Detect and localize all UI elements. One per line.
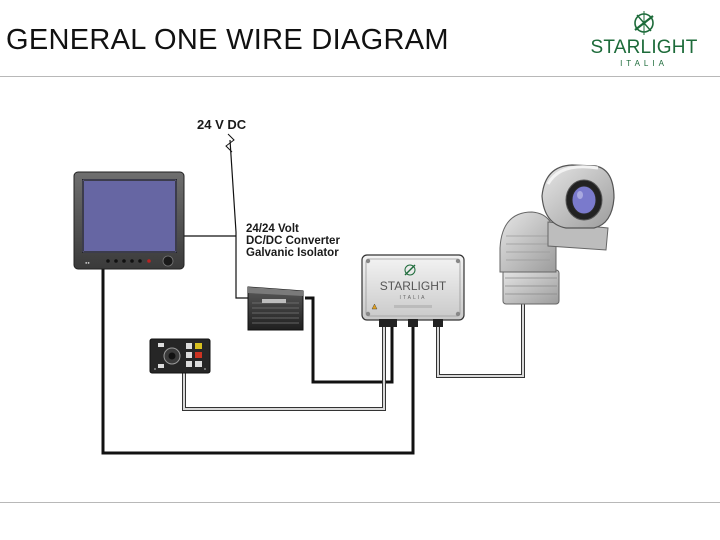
warning-label [371,303,378,310]
junction-box-subtitle: ITALIA [400,295,427,301]
converter-label-1: 24/24 Volt [246,223,299,235]
logo-wordmark: STARLIGHT [590,37,698,58]
converter-label-2: DC/DC Converter [246,235,340,247]
joystick-cable-outline [182,326,386,411]
junction-box-wordmark: STARLIGHT [380,279,447,293]
dc-dc-converter [247,286,304,331]
starlight-logo: STARLIGHT ITALIA [578,8,710,70]
logo-subtitle: ITALIA [620,59,668,68]
joystick-cable [183,326,385,410]
cables [101,139,525,455]
junction-box-logo-icon [404,264,416,276]
monitor-buttons [106,259,151,263]
monitor: ●● [73,171,185,270]
junction-box-connectors [379,319,443,327]
header-divider [0,76,720,77]
power-jagged-line [225,133,235,153]
ptz-camera [499,164,615,305]
footer-divider [0,502,720,503]
camera-cable [437,304,524,377]
starlight-logo-icon [634,11,654,35]
monitor-knob [162,255,174,267]
converter-label-3: Galvanic Isolator [246,247,339,259]
junction-box: STARLIGHT ITALIA [361,254,465,327]
converter-to-box-cable [305,296,394,384]
power-label: 24 V DC [197,117,247,132]
monitor-video-cable [101,268,415,455]
power-cable [229,139,250,299]
joystick-control-panel [149,338,211,374]
converter-labels: 24/24 Volt DC/DC Converter Galvanic Isol… [246,223,340,259]
page-title: GENERAL ONE WIRE DIAGRAM [6,24,449,56]
svg-text:●●: ●● [85,260,90,265]
